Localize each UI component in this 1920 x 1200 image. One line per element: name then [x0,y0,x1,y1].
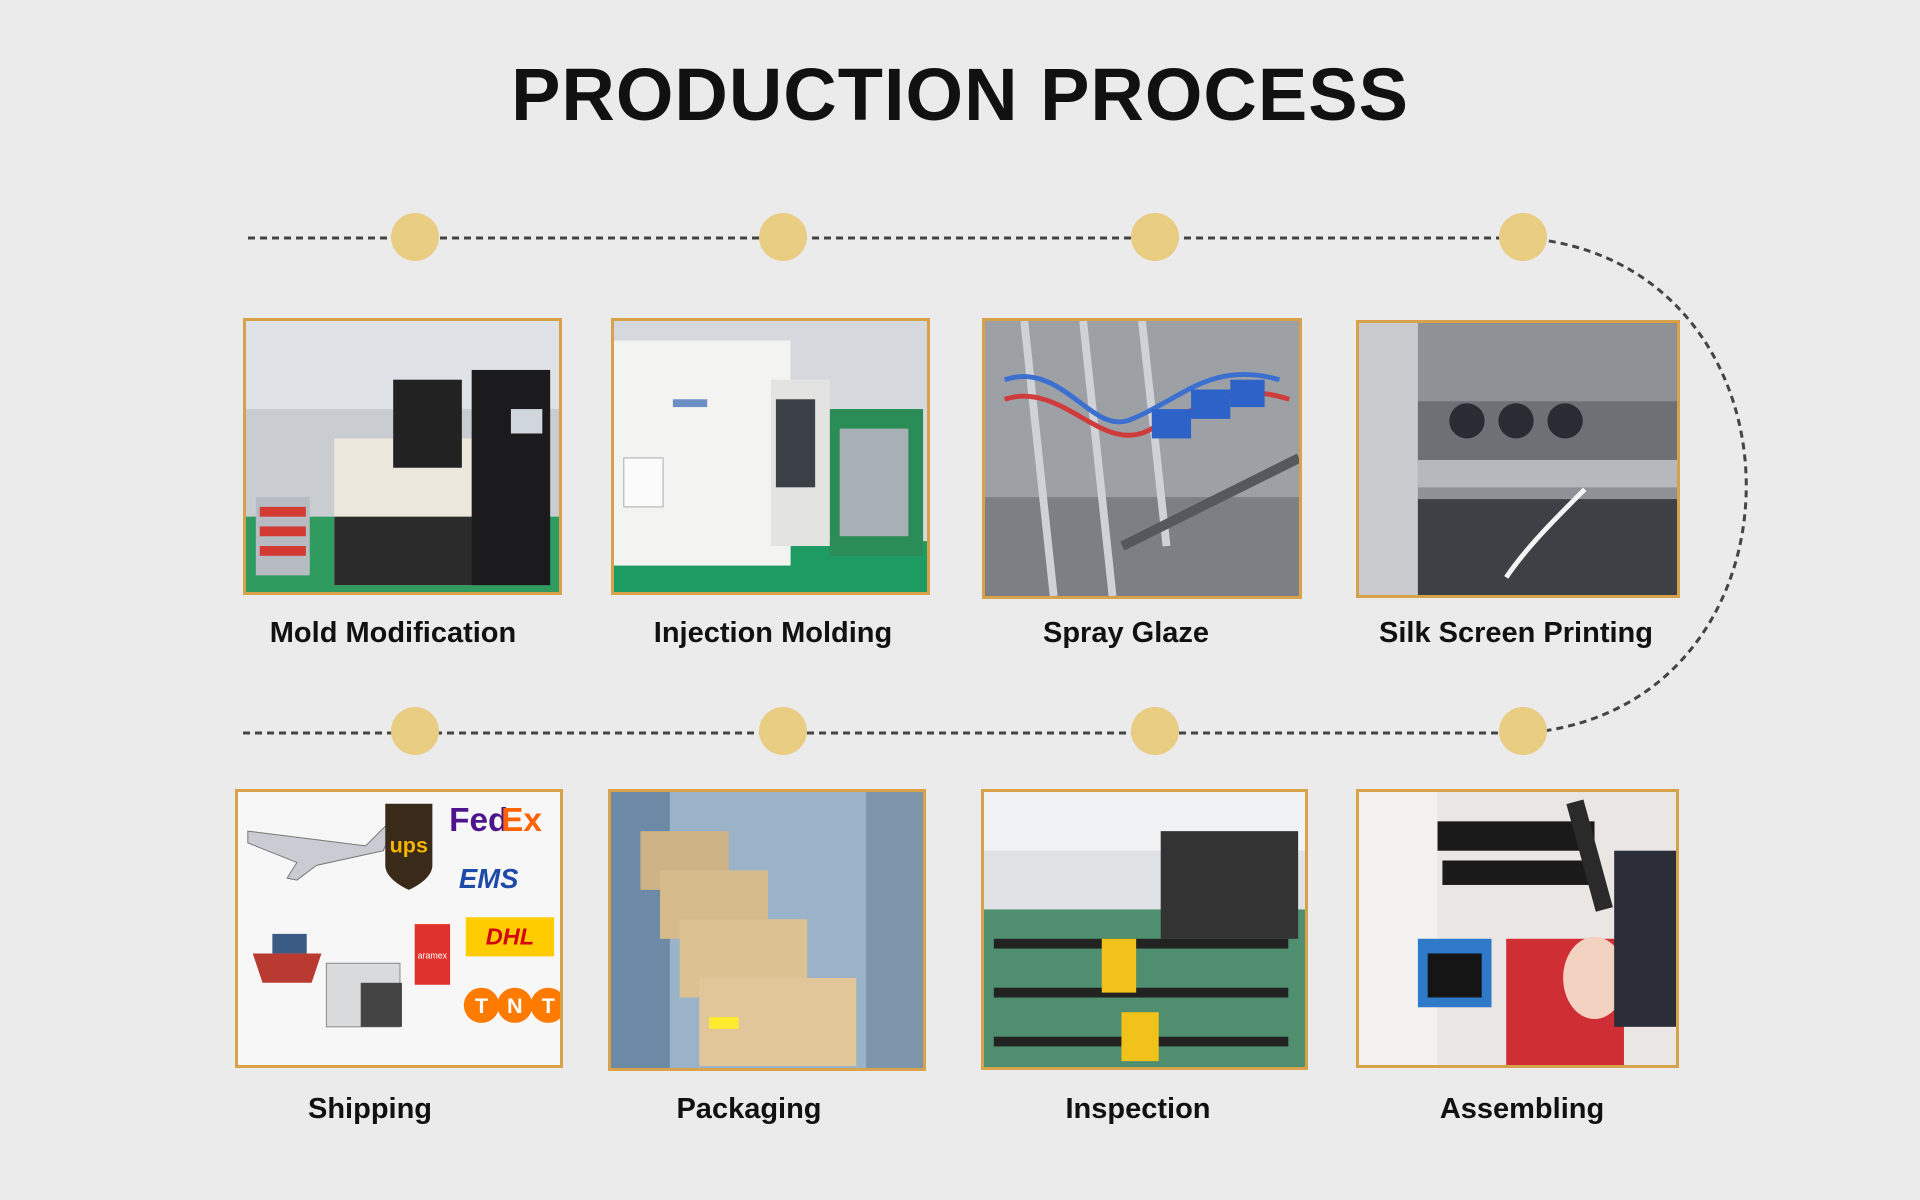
fedex-text-b: Ex [501,802,542,839]
step-node-8 [391,707,439,755]
step-node-4 [1499,213,1547,261]
tnt-letter-2: N [507,993,523,1018]
step-node-3 [1131,213,1179,261]
step-node-1 [391,213,439,261]
step-node-2 [759,213,807,261]
step-label-spray-glaze: Spray Glaze [1042,617,1210,649]
step-photo-inspection [981,789,1308,1070]
ship-icon [252,953,322,983]
airplane-icon [247,825,394,881]
tnt-letter-3: T [542,993,555,1018]
step-photo-injection-molding [611,318,930,595]
connector-curve [1524,236,1748,735]
aramex-logo [414,924,451,985]
aramex-text: aramex [418,950,448,960]
step-photo-packaging [608,789,926,1071]
step-label-silk-screen-printing: Silk Screen Printing [1379,617,1653,649]
edm-machine-photo [246,321,559,592]
step-node-6 [1131,707,1179,755]
step-label-packaging: Packaging [676,1093,822,1125]
cardboard-boxes-photo [611,792,923,1068]
hands-assembling-photo [1359,792,1676,1065]
injection-machine-photo [614,321,927,592]
dhl-logo [465,917,555,957]
dhl-text: DHL [486,924,534,950]
step-node-7 [759,707,807,755]
printing-machine-photo [1359,323,1677,595]
step-photo-shipping: ups Fed Ex EMS aramex DHL T N T [235,789,563,1068]
ups-text: ups [390,833,428,858]
step-label-mold-modification: Mold Modification [269,617,517,649]
courier-logos-photo: ups Fed Ex EMS aramex DHL T N T [238,792,560,1065]
inspection-bench-photo [984,792,1305,1067]
step-label-inspection: Inspection [1065,1093,1211,1125]
step-label-injection-molding: Injection Molding [653,617,893,649]
step-photo-silk-screen-printing [1356,320,1680,598]
step-photo-mold-modification [243,318,562,595]
step-label-shipping: Shipping [307,1093,433,1125]
tnt-letter-1: T [475,993,488,1018]
step-photo-assembling [1356,789,1679,1068]
step-node-5 [1499,707,1547,755]
step-label-assembling: Assembling [1439,1093,1605,1125]
tnt-logo: T N T [463,987,560,1023]
ems-text: EMS [459,863,519,894]
fedex-text-a: Fed [449,802,508,839]
page-title: PRODUCTION PROCESS [511,53,1409,136]
spray-nozzles-photo [985,321,1299,596]
step-photo-spray-glaze [982,318,1302,599]
ups-logo [385,803,433,890]
